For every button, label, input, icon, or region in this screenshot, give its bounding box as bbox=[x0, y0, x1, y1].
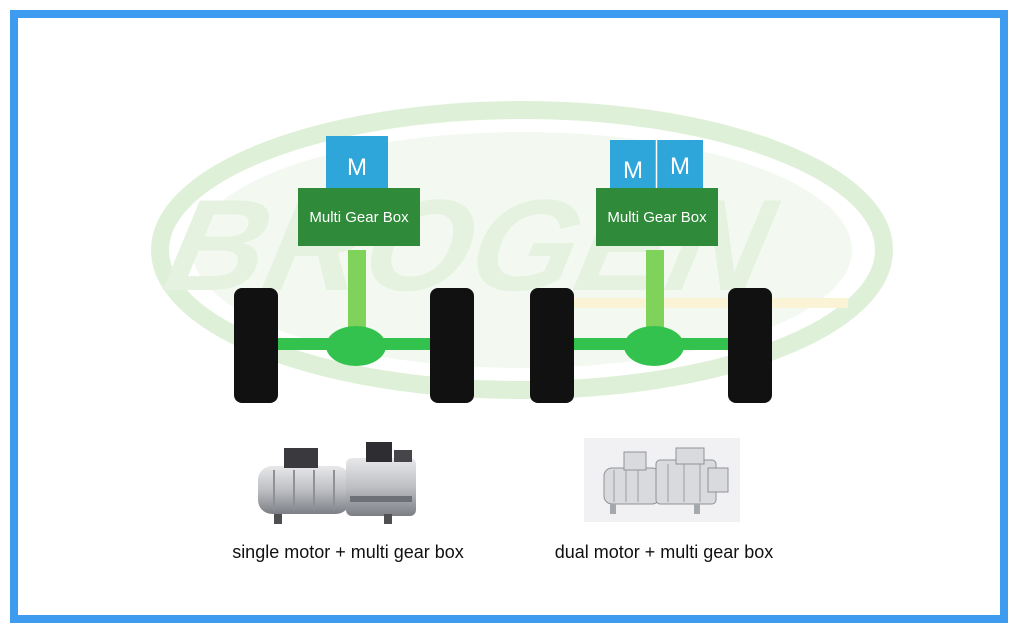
dual-motor-gearbox-photo bbox=[584, 438, 740, 522]
motor-label: M bbox=[347, 154, 367, 181]
motor-2 bbox=[657, 140, 703, 188]
gearbox-shaft bbox=[646, 250, 664, 340]
left-wheel bbox=[234, 288, 278, 403]
dual-motor-caption: dual motor + multi gear box bbox=[554, 542, 774, 562]
single-motor-gearbox-photo bbox=[258, 442, 416, 524]
gearbox-label: Multi Gear Box bbox=[309, 209, 409, 226]
slide-frame: BROGEN Multi Gear Box M Multi Gear Box M… bbox=[10, 10, 1008, 623]
single-motor-diagram: Multi Gear Box M bbox=[234, 136, 474, 403]
gearbox bbox=[596, 188, 718, 246]
differential bbox=[624, 326, 684, 366]
dual-motor-diagram: Multi Gear Box M M bbox=[530, 140, 772, 403]
right-wheel bbox=[430, 288, 474, 403]
gearbox bbox=[298, 188, 420, 246]
motor-2-label: M bbox=[670, 153, 690, 180]
motor bbox=[326, 136, 388, 188]
gearbox-shaft bbox=[348, 250, 366, 340]
right-wheel bbox=[728, 288, 772, 403]
differential bbox=[326, 326, 386, 366]
motor-1 bbox=[610, 140, 656, 188]
single-motor-caption: single motor + multi gear box bbox=[232, 542, 464, 562]
left-wheel bbox=[530, 288, 574, 403]
motor-1-label: M bbox=[623, 157, 643, 184]
gearbox-label: Multi Gear Box bbox=[607, 209, 707, 226]
